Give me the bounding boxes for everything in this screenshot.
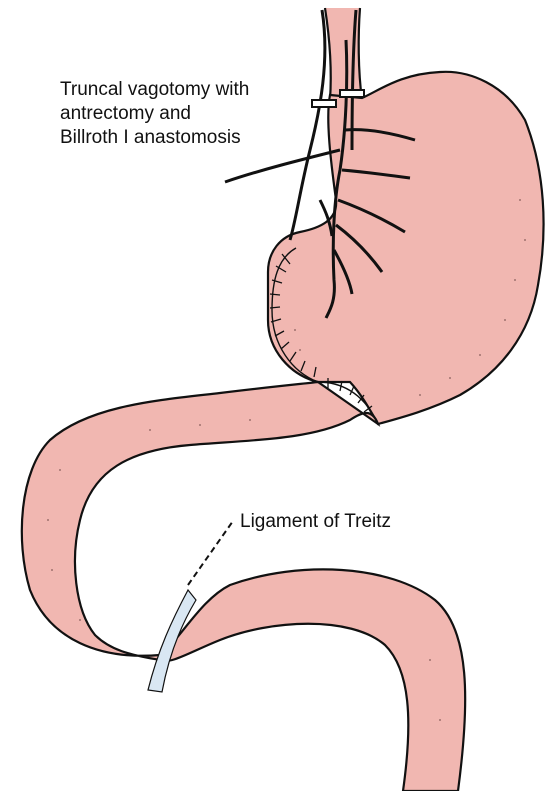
duodenum	[22, 382, 465, 791]
ligament-leader-line	[188, 521, 233, 585]
stomach	[268, 72, 544, 424]
procedure-label-line-1: Truncal vagotomy with	[60, 78, 249, 102]
ligament-label: Ligament of Treitz	[240, 510, 391, 534]
procedure-label-line-3: Billroth I anastomosis	[60, 126, 249, 150]
procedure-label: Truncal vagotomy with antrectomy and Bil…	[60, 78, 249, 150]
procedure-label-line-2: antrectomy and	[60, 102, 249, 126]
